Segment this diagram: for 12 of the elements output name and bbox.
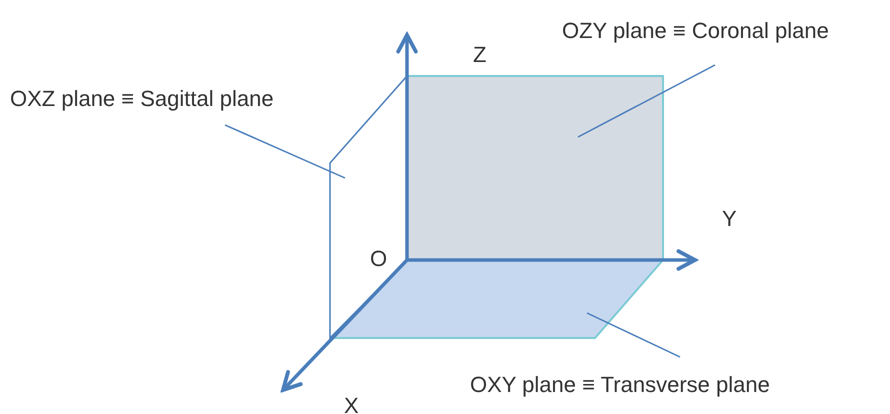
plane-label: OZY plane ≡ Coronal plane [562,18,829,44]
leader-line [578,64,716,138]
axis-label: Y [722,206,737,232]
leader-line [586,312,680,358]
plane-label: OXZ plane ≡ Sagittal plane [10,86,274,112]
axis-label: O [370,246,388,272]
plane-label: OXY plane ≡ Transverse plane [470,372,770,398]
axis-label: X [344,393,359,414]
coronal-plane [406,75,664,261]
sagittal-plane-outline [329,74,408,340]
leader-line [224,124,346,179]
axis-label: Z [473,42,486,68]
